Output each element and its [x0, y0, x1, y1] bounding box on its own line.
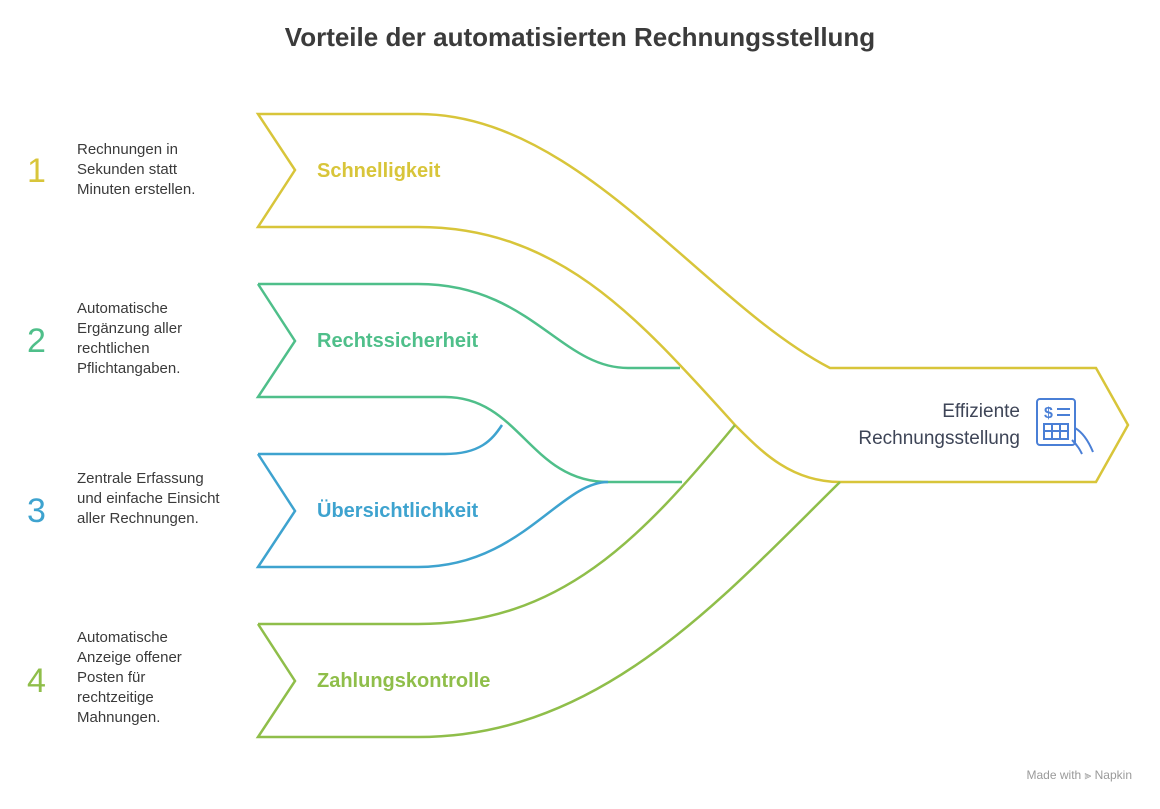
- item-number-3: 3: [27, 492, 46, 530]
- flow-rechtssicherheit: [255, 282, 682, 484]
- item-number-1: 1: [27, 152, 46, 190]
- item-label-uebersichtlichkeit: Übersichtlichkeit: [317, 500, 479, 522]
- svg-text:$: $: [1044, 405, 1053, 422]
- diagram-title: Vorteile der automatisierten Rechnungsst…: [284, 22, 876, 52]
- flow-schnelligkeit: [255, 112, 1130, 484]
- item-label-zahlungskontrolle: Zahlungskontrolle: [317, 670, 491, 692]
- item-number-4: 4: [27, 662, 46, 700]
- item-label-schnelligkeit: Schnelligkeit: [317, 160, 441, 182]
- item-label-rechtssicherheit: Rechtssicherheit: [317, 330, 479, 352]
- outcome-line-1: Effiziente: [942, 401, 1020, 422]
- outcome-label: Effiziente Rechnungsstellung: [800, 398, 1020, 452]
- item-description-3: Zentrale Erfassung und einfache Einsicht…: [77, 470, 220, 527]
- flow-uebersichtlichkeit: [255, 424, 609, 569]
- item-description-4: Automatische Anzeige offener Posten für …: [77, 629, 182, 726]
- invoice-hand-icon: $: [1036, 398, 1094, 455]
- flow-zahlungskontrolle: [255, 424, 841, 739]
- item-description-1: Rechnungen in Sekunden statt Minuten ers…: [77, 141, 196, 198]
- item-number-2: 2: [27, 322, 46, 360]
- item-description-2: Automatische Ergänzung aller rechtlichen…: [77, 300, 183, 377]
- outcome-line-2: Rechnungsstellung: [858, 428, 1020, 449]
- napkin-watermark: Made with ⫸ Napkin: [1026, 768, 1132, 782]
